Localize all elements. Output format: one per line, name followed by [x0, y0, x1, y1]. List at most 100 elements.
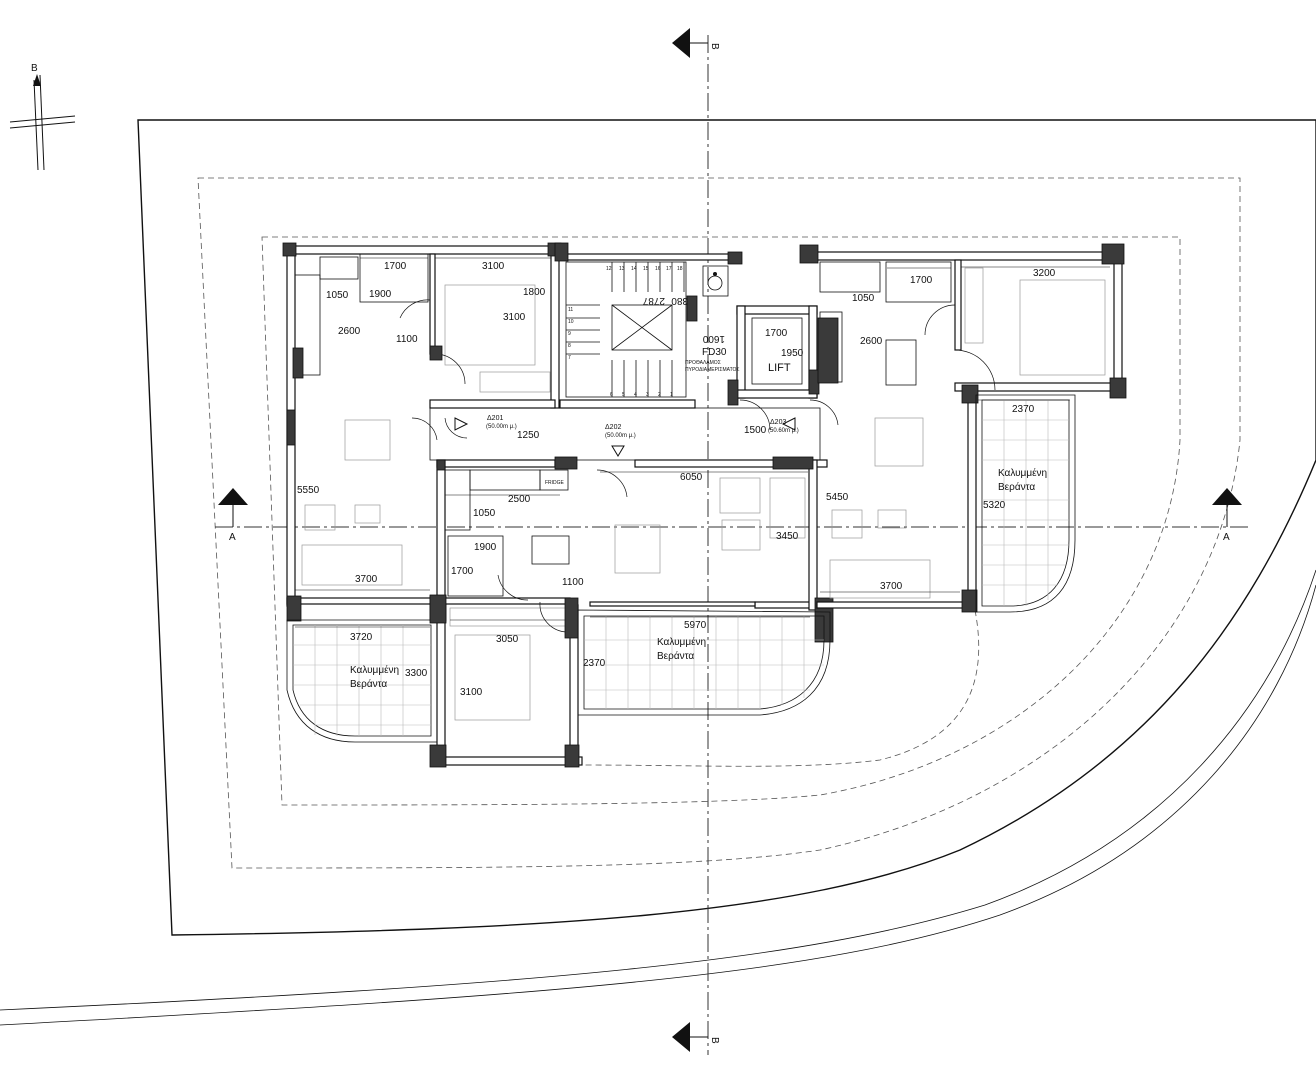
stair-step-15: 15 [643, 266, 649, 272]
apt-202-area: (50.00m μ.) [605, 433, 636, 439]
apt-201-area: (50.00m μ.) [486, 424, 517, 430]
wheelchair-icon [702, 265, 729, 297]
dim-1700-c: 1700 [910, 275, 933, 286]
dim-5550: 5550 [297, 485, 320, 496]
dim-3100-c: 3100 [460, 687, 483, 698]
dim-380: 380 [671, 295, 688, 306]
dim-1900-a: 1900 [369, 289, 392, 300]
dim-2500: 2500 [508, 494, 531, 505]
veranda-right-label-1: Καλυμμένη [998, 467, 1047, 479]
veranda-right [975, 394, 1076, 613]
dim-3700-b: 3700 [880, 581, 903, 592]
dim-1700-a: 1700 [384, 261, 407, 272]
dim-3300: 3300 [405, 668, 428, 679]
setback-line-outer [197, 177, 1241, 869]
apt-202-label: Δ202 [605, 424, 621, 431]
dimension-lines [295, 257, 1110, 628]
veranda-left [286, 619, 438, 743]
veranda-left-label-1: Καλυμμένη [350, 664, 399, 676]
dim-2600-a: 2600 [338, 326, 361, 337]
dim-1950: 1950 [781, 348, 804, 359]
dim-2787: 2787 [642, 295, 665, 306]
apt-203-area: (50.60m μ.) [768, 428, 799, 434]
section-mark-a-left: A [218, 488, 248, 543]
fridge-label: FRIDGE [545, 480, 565, 486]
stair-step-17: 17 [666, 266, 672, 272]
stair-step-12: 12 [606, 266, 612, 272]
apartment-203 [799, 243, 1127, 613]
dim-1500: 1500 [744, 425, 767, 436]
dim-3700-a: 3700 [355, 574, 378, 585]
dim-3200: 3200 [1033, 268, 1056, 279]
dim-2370-b: 2370 [1012, 404, 1035, 415]
veranda-right-label-2: Βεράντα [998, 481, 1035, 493]
dimension-labels: 1700 3100 1050 1900 1800 3100 2600 1100 … [297, 261, 1056, 698]
fire-text-1: ΠΡΟΘΑΛΑΜΟΣ [685, 360, 721, 366]
section-a-label-left: A [229, 532, 236, 543]
dim-1250: 1250 [517, 430, 540, 441]
stair-step-6: 6 [610, 392, 613, 398]
corridor [429, 407, 821, 461]
dim-5450: 5450 [826, 492, 849, 503]
dim-1700-lift: 1700 [765, 328, 788, 339]
dim-1050-c: 1050 [852, 293, 875, 304]
apartment-202 [429, 456, 834, 768]
dim-1050-b: 1050 [473, 508, 496, 519]
stair-step-10: 10 [568, 319, 574, 325]
stair-step-7: 7 [568, 355, 571, 361]
dim-3050: 3050 [496, 634, 519, 645]
site-boundary-outer [0, 584, 1316, 1026]
north-arrow-icon: B [9, 63, 76, 171]
dim-1100-a: 1100 [396, 334, 418, 345]
section-mark-a-right: A [1212, 488, 1242, 543]
dim-2600-b: 2600 [860, 336, 883, 347]
dim-3100-b: 3100 [503, 312, 526, 323]
dim-5320: 5320 [983, 500, 1006, 511]
site-boundary [137, 119, 1316, 936]
north-label: B [31, 63, 38, 74]
site-boundary-outer-2 [0, 569, 1316, 1011]
stair-step-16: 16 [655, 266, 661, 272]
dim-1050-a: 1050 [326, 290, 349, 301]
stair-step-14: 14 [631, 266, 637, 272]
section-mark-b-top: B [672, 28, 720, 58]
dim-1800: 1800 [523, 287, 546, 298]
veranda-left-label-2: Βεράντα [350, 678, 387, 690]
dim-2370-a: 2370 [583, 658, 606, 669]
veranda-center-label-1: Καλυμμένη [657, 636, 706, 648]
dim-1600: 1600 [702, 333, 725, 344]
apt-203-label: Δ203 [770, 419, 786, 426]
section-mark-b-bottom: B [672, 1022, 720, 1052]
dim-1700-b: 1700 [451, 566, 474, 577]
section-a-label-right: A [1223, 532, 1230, 543]
section-b-label-bottom: B [709, 1037, 720, 1044]
setback-line-middle [261, 236, 1181, 806]
room-labels: Καλυμμένη Βεράντα Καλυμμένη Βεράντα Καλυ… [350, 347, 1047, 690]
dim-6050: 6050 [680, 472, 703, 483]
lift-label: LIFT [768, 362, 791, 374]
stair-step-4: 4 [634, 392, 637, 398]
fire-door-label: FD30 [702, 347, 727, 358]
fire-text-2: ΠΥΡΟΔΙΑΜΕΡΙΣΜΑΤΟΣ [685, 367, 740, 373]
stair-step-3: 3 [646, 392, 649, 398]
stair-step-1: 1 [670, 392, 673, 398]
setback-line-inner [582, 609, 979, 767]
stair-step-18: 18 [677, 266, 683, 272]
apt-201-label: Δ201 [487, 415, 503, 422]
stair-step-9: 9 [568, 331, 571, 337]
section-b-label-top: B [709, 43, 720, 50]
stair-step-13: 13 [619, 266, 625, 272]
veranda-center [577, 609, 831, 716]
dim-1100-b: 1100 [562, 577, 584, 588]
dim-3100-a: 3100 [482, 261, 505, 272]
dim-3720: 3720 [350, 632, 373, 643]
stair-core: 12 13 14 15 16 17 18 11 10 9 8 7 6 5 4 3… [444, 242, 839, 439]
veranda-center-label-2: Βεράντα [657, 650, 694, 662]
dim-1900-b: 1900 [474, 542, 497, 553]
stair-step-8: 8 [568, 343, 571, 349]
stair-step-11: 11 [568, 307, 573, 313]
dim-3450-a: 3450 [776, 531, 799, 542]
stair-step-2: 2 [658, 392, 661, 398]
stair-step-5: 5 [622, 392, 625, 398]
